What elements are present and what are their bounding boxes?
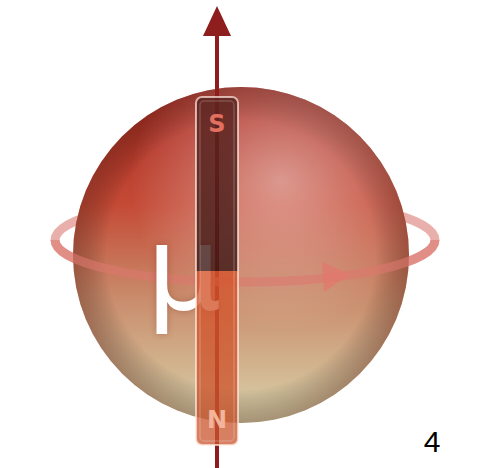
magnet-shape — [195, 96, 239, 446]
pole-label: S — [208, 112, 225, 136]
particle-sphere: μ — [72, 86, 410, 424]
axis-arrowhead — [203, 6, 231, 36]
pole-label: N — [207, 408, 227, 432]
sphere-shape — [72, 86, 410, 424]
page-number: 4 — [424, 427, 441, 457]
rotation-arrowhead — [322, 262, 350, 292]
rotation-ring-front — [55, 240, 435, 282]
bar-magnet: SN — [195, 96, 239, 446]
